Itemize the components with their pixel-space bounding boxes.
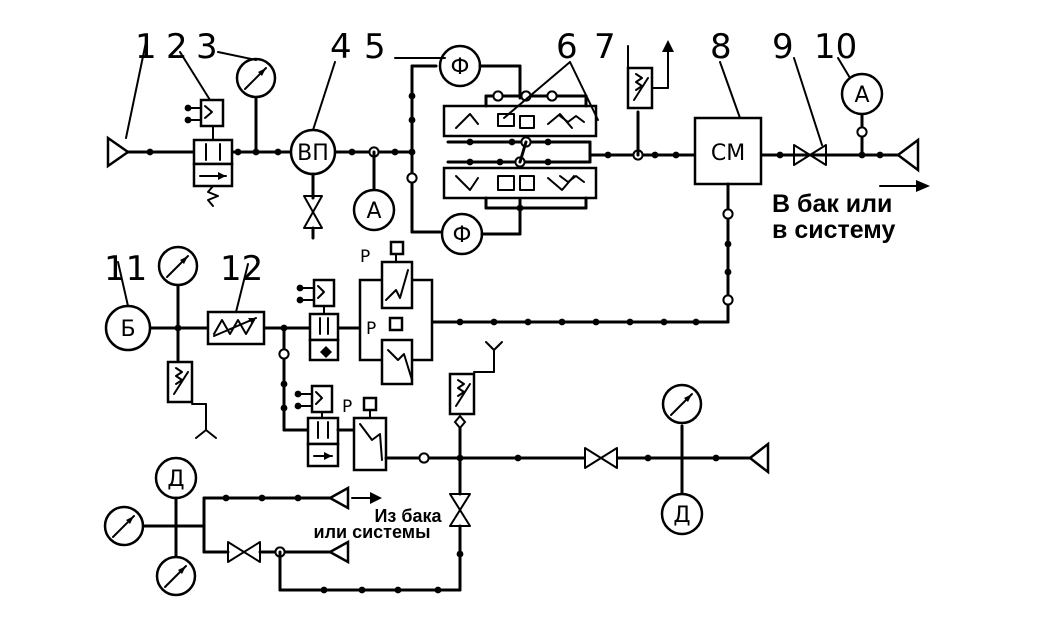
label-9: 9: [772, 27, 794, 67]
distributor-middle: [296, 278, 340, 362]
pressure-regulator-lower: Р: [342, 396, 388, 472]
label-10: 10: [814, 27, 857, 67]
label-2: 2: [166, 27, 188, 67]
pump-vp-label: ВП: [297, 141, 329, 166]
note-from-tank-line2: или системы: [314, 522, 431, 542]
label-8: 8: [710, 27, 732, 67]
note-to-tank-line1: В бак или: [772, 190, 892, 218]
bottom-loop: [202, 485, 462, 594]
label-12: 12: [220, 249, 263, 289]
meter-a-top-label: А: [366, 199, 381, 224]
label-3: 3: [196, 27, 218, 67]
tank-b-label: Б: [120, 317, 135, 342]
filter-bottom-label: Ф: [453, 223, 472, 248]
distributor-lower: [294, 384, 356, 468]
label-4: 4: [330, 27, 352, 67]
inlet-connector-1: [106, 41, 147, 169]
heat-exchanger-12: [206, 263, 266, 346]
pressure-regulator-block: Р Р: [358, 240, 434, 386]
d-meter-left-label: Д: [167, 467, 184, 492]
lower-line: [384, 441, 770, 475]
filter-top-label: Ф: [451, 55, 470, 80]
outlet-connector-right: [879, 137, 930, 192]
gauge-cluster-right: Д: [660, 383, 704, 536]
double-valve-block-6: [442, 61, 599, 212]
label-7: 7: [594, 27, 616, 67]
label-6: 6: [556, 27, 578, 67]
note-from-tank-line1: Из бака: [374, 506, 442, 526]
gate-valve-9: [793, 57, 827, 166]
relief-valve-7: [626, 40, 674, 157]
regulator-middle-label: Р: [366, 319, 376, 339]
note-to-tank-line2: в систему: [772, 216, 895, 244]
label-5: 5: [364, 27, 386, 67]
relief-valve-lower: [448, 341, 503, 460]
meter-a-10-label: А: [854, 83, 869, 108]
branch-down: [278, 326, 310, 432]
gauge-cluster-left: Д: [103, 456, 206, 597]
meter-a-10: А: [837, 57, 884, 157]
gate-valve-bottom: [449, 456, 471, 592]
pump-vp-4: ВП: [289, 61, 337, 240]
meter-a-top: А: [352, 150, 396, 232]
label-11: 11: [104, 249, 147, 289]
label-1: 1: [135, 27, 157, 67]
mixer-sm-label: СМ: [711, 141, 745, 166]
regulator-top-label: Р: [360, 247, 370, 267]
tank-b-11: Б: [104, 245, 217, 439]
distributor-2: [179, 51, 234, 207]
d-meter-right-label: Д: [673, 503, 690, 528]
mixer-sm-8: СМ: [693, 61, 763, 324]
pressure-gauge-3: [217, 51, 277, 154]
regulator-lower-label: Р: [342, 397, 352, 417]
filter-block-5: Ф Ф: [394, 44, 522, 256]
